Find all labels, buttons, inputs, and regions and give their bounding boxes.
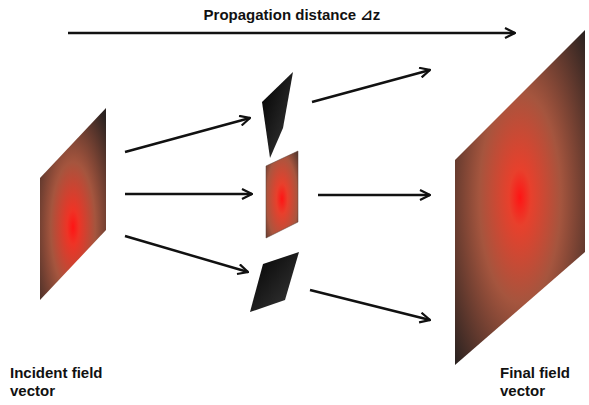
distance-arrow xyxy=(68,32,515,35)
final-plane xyxy=(455,30,585,365)
axis-label: Propagation distance ⊿z xyxy=(204,6,381,24)
blocked-plane xyxy=(250,252,299,312)
blocked-plane xyxy=(262,72,293,158)
plane-label: Final field vector xyxy=(500,364,580,400)
incident-plane xyxy=(40,108,106,300)
propagation-arrows xyxy=(125,70,430,320)
plane-label: Incident field vector xyxy=(10,364,128,400)
aperture-plane xyxy=(266,151,298,238)
